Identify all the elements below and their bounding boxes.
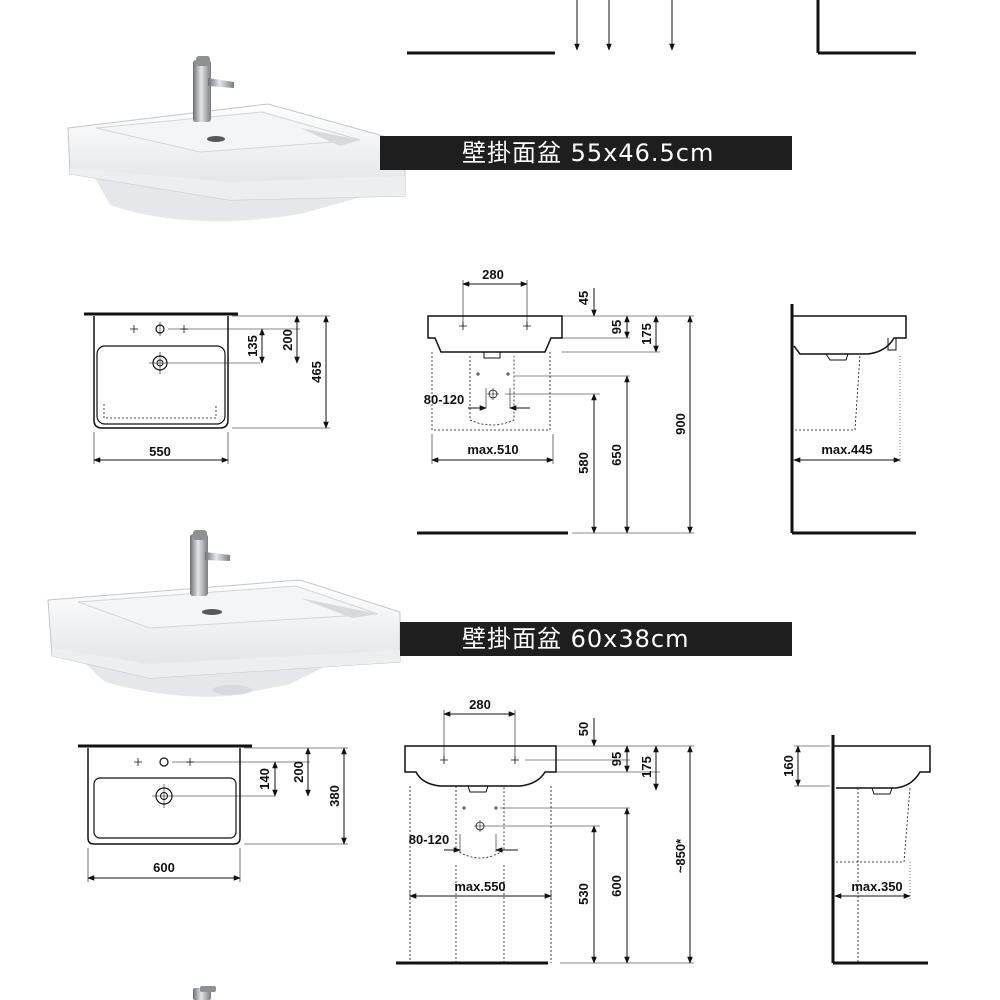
top-view-60 xyxy=(78,744,348,882)
dim-height-580: 580 xyxy=(576,452,591,474)
dim-width-550: 550 xyxy=(149,444,171,459)
basin-photo-60 xyxy=(47,530,401,697)
dim-max-width-510: max.510 xyxy=(467,442,518,457)
dim-175: 175 xyxy=(639,323,654,345)
front-view-60-labels: 280 50 95 175 80-120 max.550 530 600 ~85… xyxy=(409,697,688,905)
dim-95: 95 xyxy=(609,752,624,766)
dim-width-600: 600 xyxy=(153,860,175,875)
dim-200: 200 xyxy=(291,761,306,783)
dim-max-depth-445: max.445 xyxy=(821,442,872,457)
dim-max-width-550: max.550 xyxy=(454,879,505,894)
dim-tap-spacing-280: 280 xyxy=(469,697,491,712)
front-view-55-labels: 280 45 95 175 80-120 max.510 580 650 900 xyxy=(424,267,688,474)
top-view-55-labels: 550 135 200 465 xyxy=(149,329,324,459)
dim-height-650: 650 xyxy=(609,444,624,466)
dim-tap-spacing-280: 280 xyxy=(482,267,504,282)
dim-height-900: 900 xyxy=(673,413,688,435)
dim-depth-380: 380 xyxy=(327,785,342,807)
dim-max-depth-350: max.350 xyxy=(851,879,902,894)
dim-175: 175 xyxy=(639,756,654,778)
dim-140: 140 xyxy=(257,768,272,790)
dim-trap-range: 80-120 xyxy=(409,832,449,847)
dim-95: 95 xyxy=(609,320,624,334)
dim-200: 200 xyxy=(280,329,295,351)
front-view-60 xyxy=(396,710,694,965)
top-view-55 xyxy=(84,312,330,464)
dim-height-850: ~850* xyxy=(673,838,688,873)
product-title-60: 壁掛面盆 60x38cm xyxy=(400,622,792,656)
dim-height-600: 600 xyxy=(609,875,624,897)
side-view-60 xyxy=(794,735,931,965)
dim-50: 50 xyxy=(576,722,591,736)
dim-160: 160 xyxy=(781,755,796,777)
next-faucet-fragment xyxy=(193,986,216,1000)
dim-trap-range: 80-120 xyxy=(424,392,464,407)
front-view-55 xyxy=(417,280,694,535)
basin-photo-55 xyxy=(67,56,406,222)
dim-45: 45 xyxy=(576,291,591,305)
product-title-55: 壁掛面盆 55x46.5cm xyxy=(400,136,792,170)
dim-135: 135 xyxy=(245,335,260,357)
top-view-60-labels: 600 140 200 380 xyxy=(153,761,342,875)
side-view-55 xyxy=(790,304,916,535)
dim-height-530: 530 xyxy=(576,883,591,905)
previous-drawing-fragment xyxy=(407,0,916,55)
dim-depth-465: 465 xyxy=(309,361,324,383)
